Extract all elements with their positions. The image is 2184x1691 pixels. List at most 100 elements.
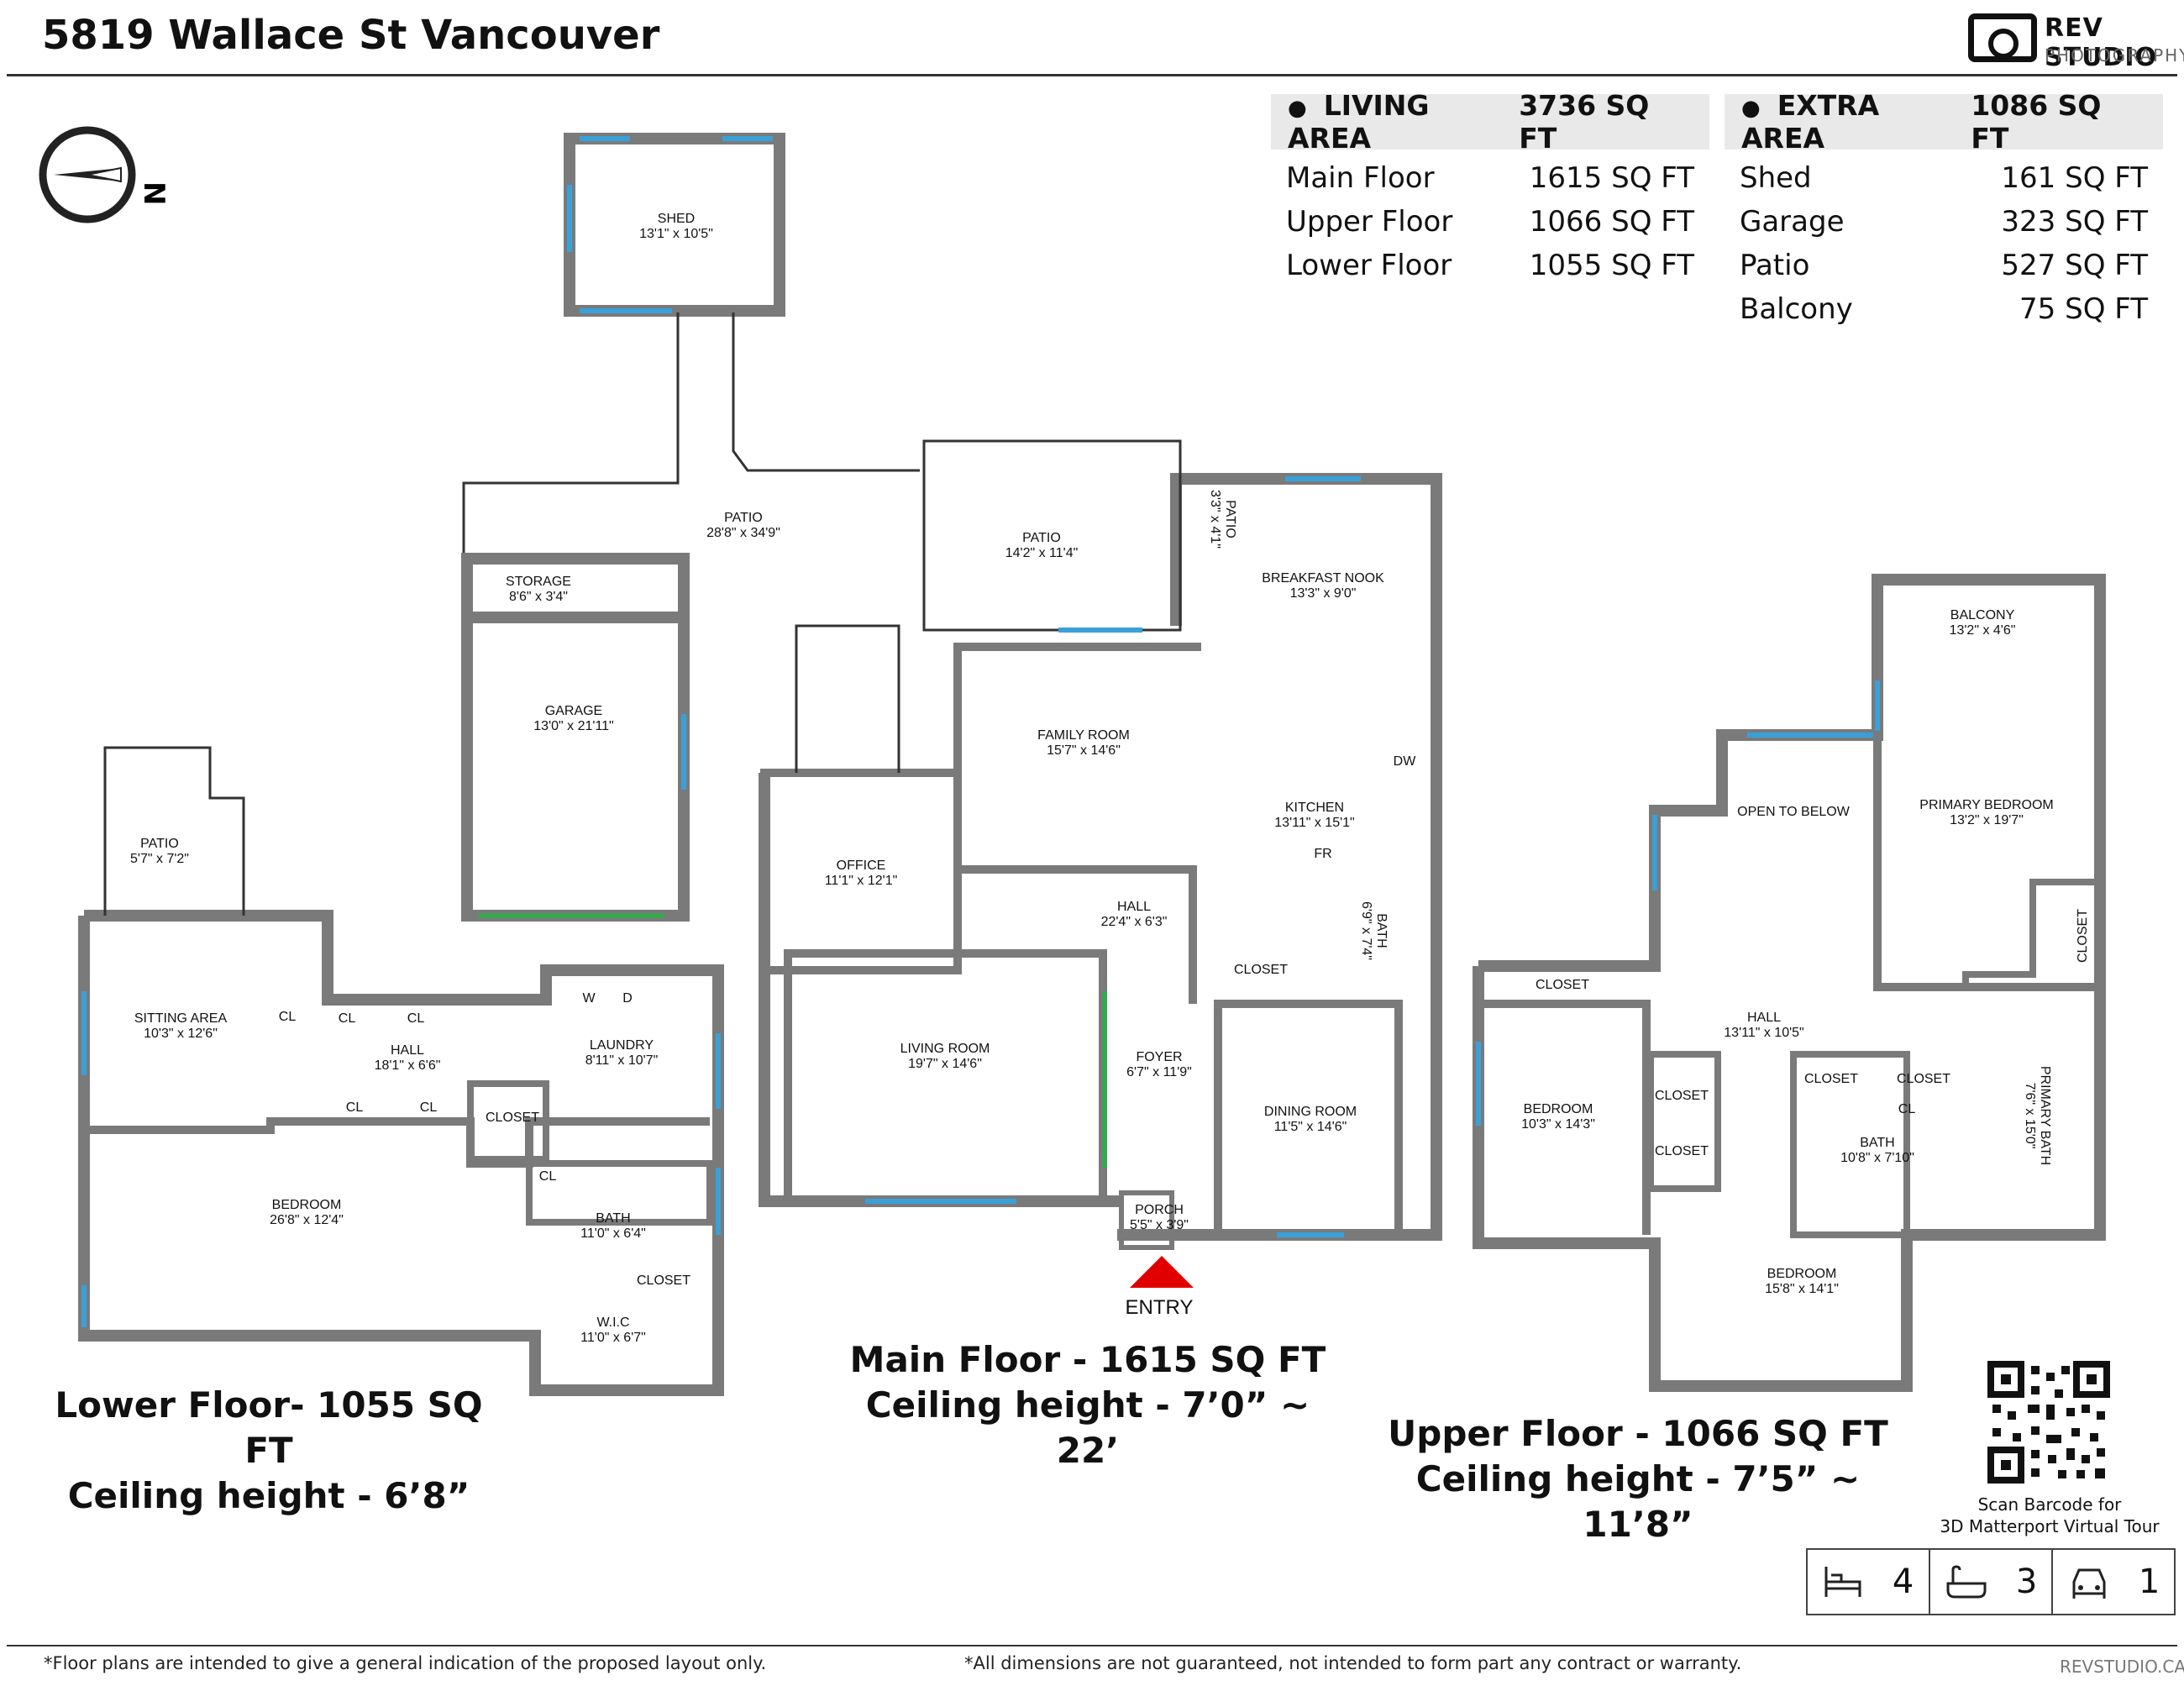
cl-label: CL (419, 1100, 438, 1115)
entry-label: ENTRY (1125, 1296, 1194, 1319)
patio-outline-right (732, 312, 920, 472)
brand-name: REV STUDIO (2045, 13, 2157, 72)
closet-label: CLOSET (2076, 909, 2090, 964)
bathtub-icon (1946, 1565, 1987, 1599)
dryer-label: D (622, 991, 633, 1006)
closet-label: CLOSET (1535, 978, 1589, 992)
extra-area-total: 1086 SQ FT (1971, 89, 2102, 155)
main-floor-walls (759, 773, 1121, 1207)
cl-label: CL (278, 1010, 297, 1024)
cl-label: CL (338, 1011, 356, 1026)
entry-marker-icon (1130, 1256, 1194, 1288)
footer-website: REVSTUDIO.CA (2060, 1657, 2184, 1677)
header-divider (7, 74, 2177, 76)
bedroom-count: 4 (1892, 1562, 1914, 1601)
camera-logo-icon (1968, 13, 2037, 62)
closet-label: CLOSET (485, 1111, 539, 1125)
brand-sub: PHOTOGRAPHY (2045, 45, 2184, 66)
footer-divider (7, 1645, 2177, 1646)
upper-floor-label: Upper Floor - 1066 SQ FT Ceiling height … (1388, 1413, 1888, 1545)
bathroom-count: 3 (2015, 1562, 2038, 1601)
closet-label: CLOSET (1654, 1144, 1709, 1158)
dishwasher-label: DW (1393, 754, 1416, 769)
bedroom-stat: 4 (1808, 1550, 1930, 1614)
closet-label: CLOSET (636, 1274, 690, 1288)
closet-label: CLOSET (1654, 1089, 1709, 1103)
extra-area-label: EXTRA AREA (1741, 89, 1971, 155)
closet-label: CLOSET (1896, 1072, 1950, 1086)
cl-label: CL (345, 1100, 364, 1115)
footer-disclaimer-center: *All dimensions are not guaranteed, not … (964, 1653, 1742, 1673)
bathroom-stat: 3 (1930, 1550, 2053, 1614)
lower-floor-label: Lower Floor- 1055 SQ FT Ceiling height -… (55, 1384, 483, 1516)
closet-label: CLOSET (1233, 963, 1288, 977)
page-title: 5819 Wallace St Vancouver (42, 12, 660, 59)
extra-area-header: EXTRA AREA 1086 SQ FT (1725, 89, 2163, 155)
compass-icon: N (39, 126, 171, 223)
lower-floor-walls (78, 910, 724, 1396)
room-label: OPEN TO BELOW (1737, 805, 1850, 819)
camera-lens-icon (1988, 29, 2019, 59)
qr-caption: Scan Barcode for 3D Matterport Virtual T… (1940, 1494, 2160, 1536)
compass-north-label: N (137, 181, 171, 205)
qr-code-icon (1987, 1361, 2110, 1484)
cl-label: CL (1898, 1102, 1916, 1116)
garage-count: 1 (2138, 1562, 2160, 1601)
fridge-label: FR (1314, 847, 1332, 861)
living-area-total: 3736 SQ FT (1519, 89, 1650, 155)
car-icon (2072, 1568, 2106, 1599)
closet-label: CLOSET (1803, 1072, 1858, 1086)
cl-label: CL (407, 1011, 425, 1026)
main-floor-label: Main Floor - 1615 SQ FT Ceiling height -… (849, 1339, 1326, 1471)
living-area-header: LIVING AREA 3736 SQ FT (1271, 89, 1709, 155)
footer-disclaimer-left: *Floor plans are intended to give a gene… (44, 1653, 767, 1673)
garage-stat: 1 (2053, 1550, 2174, 1614)
property-stats: 4 3 1 (1806, 1548, 2176, 1615)
bed-icon (1824, 1567, 1861, 1597)
cl-label: CL (538, 1169, 557, 1184)
washer-label: W (582, 991, 596, 1006)
living-area-label: LIVING AREA (1288, 89, 1519, 155)
upper-floor-walls (1473, 574, 2106, 1392)
